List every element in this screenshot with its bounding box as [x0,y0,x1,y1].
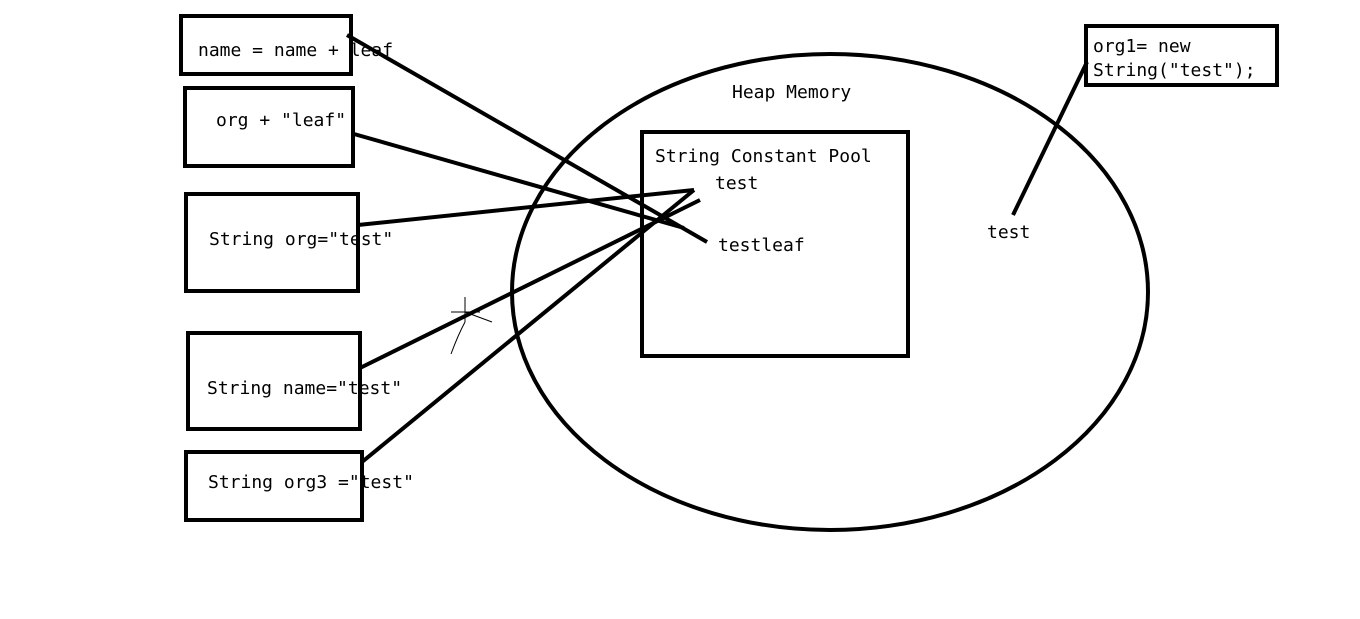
code-label-name: String name="test" [207,378,403,399]
code-box-org3 [184,450,364,522]
org1-new-line1: org1= new [1093,36,1191,57]
heap-memory-title: Heap Memory [732,82,852,103]
code-label-org3: String org3 ="test" [208,472,414,493]
code-box-org-concat [183,86,355,168]
string-constant-pool-title: String Constant Pool [655,146,872,167]
org1-new-line2: String("test"); [1093,60,1256,81]
code-box-name [186,331,362,431]
code-box-org1-new [1084,24,1279,87]
ref-line-org [357,188,695,227]
ref-line-org3 [360,188,696,464]
string-constant-pool-box [640,130,910,358]
pool-item-test: test [715,173,759,194]
code-box-name-concat [179,14,353,76]
code-label-name-concat: name = name + leaf [198,40,394,61]
ref-line-org1 [1011,61,1089,216]
ref-line-org-concat [353,132,685,230]
code-label-org: String org="test" [209,229,394,250]
heap-object-test: test [987,222,1031,243]
cursor-cross-icon [450,297,493,355]
code-label-org-concat: org + "leaf" [216,110,347,131]
ref-line-name-concat [346,33,708,244]
code-box-org [184,192,360,293]
pool-item-testleaf: testleaf [718,235,805,256]
